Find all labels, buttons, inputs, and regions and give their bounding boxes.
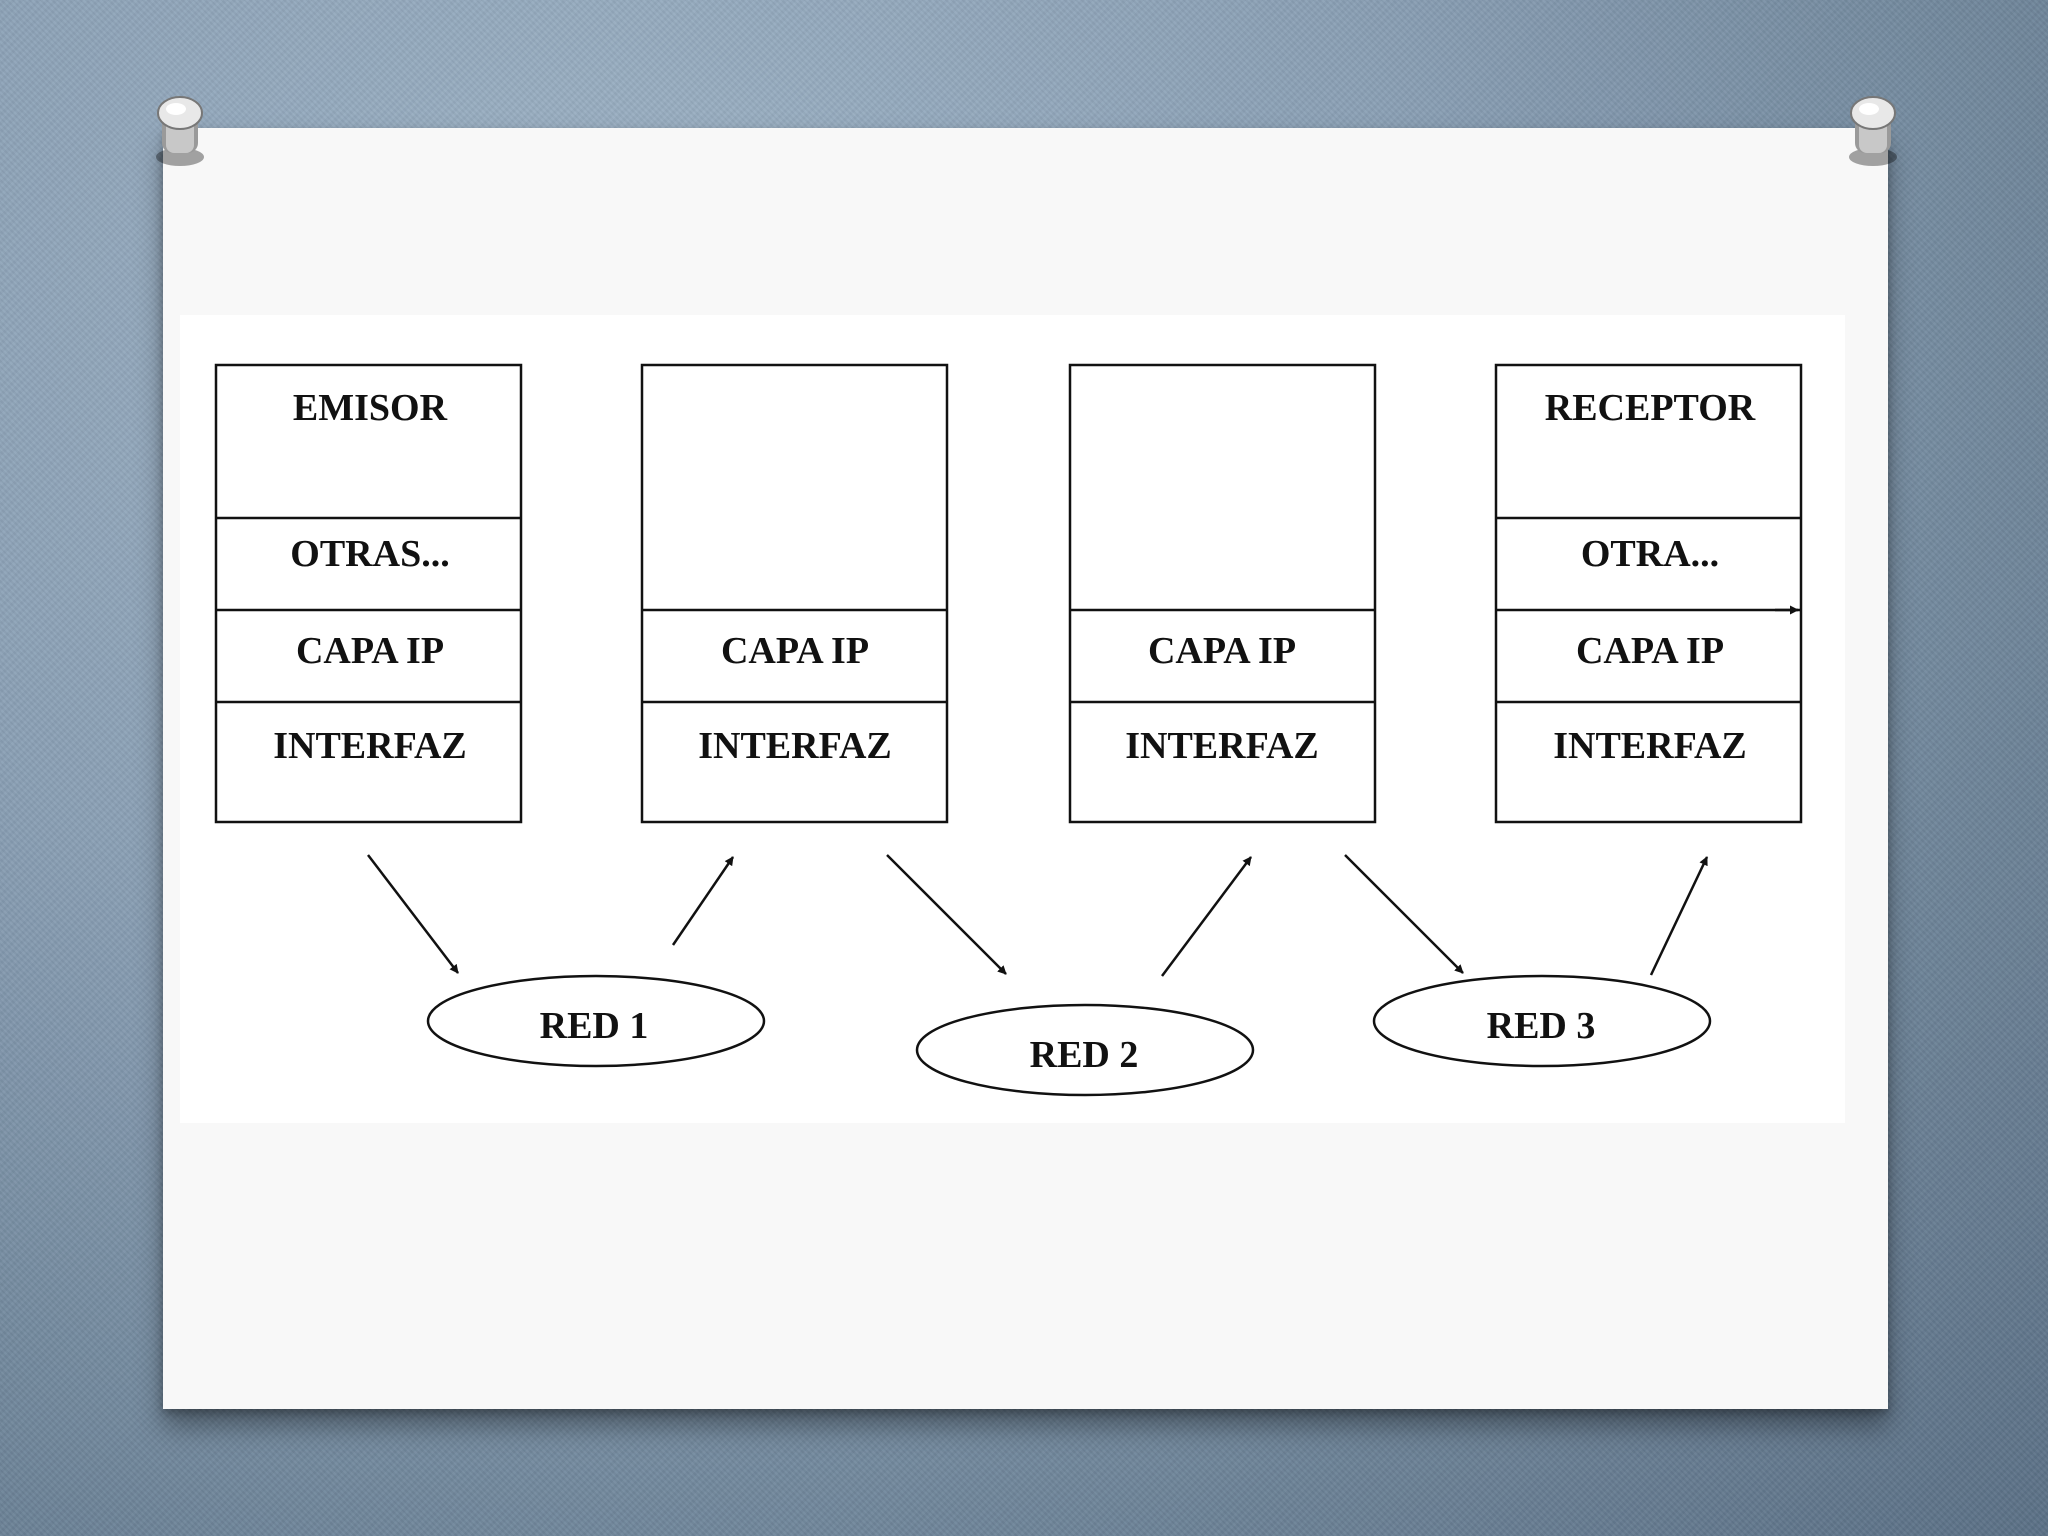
layer-interfaz: INTERFAZ [1553,725,1747,767]
network-label: RED 3 [1487,1005,1596,1047]
network-label: RED 2 [1030,1034,1139,1076]
network-label: RED 1 [540,1005,649,1047]
stack-title: EMISOR [293,387,448,429]
layer-otras: OTRA... [1581,533,1719,575]
layer-interfaz: INTERFAZ [1125,725,1319,767]
layer-capa-ip: CAPA IP [1576,630,1724,672]
stack-title: RECEPTOR [1545,387,1756,429]
layer-capa-ip: CAPA IP [721,630,869,672]
layer-capa-ip: CAPA IP [296,630,444,672]
layer-capa-ip: CAPA IP [1148,630,1296,672]
layer-interfaz: INTERFAZ [273,725,467,767]
layer-interfaz: INTERFAZ [698,725,892,767]
diagram-canvas [180,315,1845,1123]
layer-otras: OTRAS... [290,533,449,575]
